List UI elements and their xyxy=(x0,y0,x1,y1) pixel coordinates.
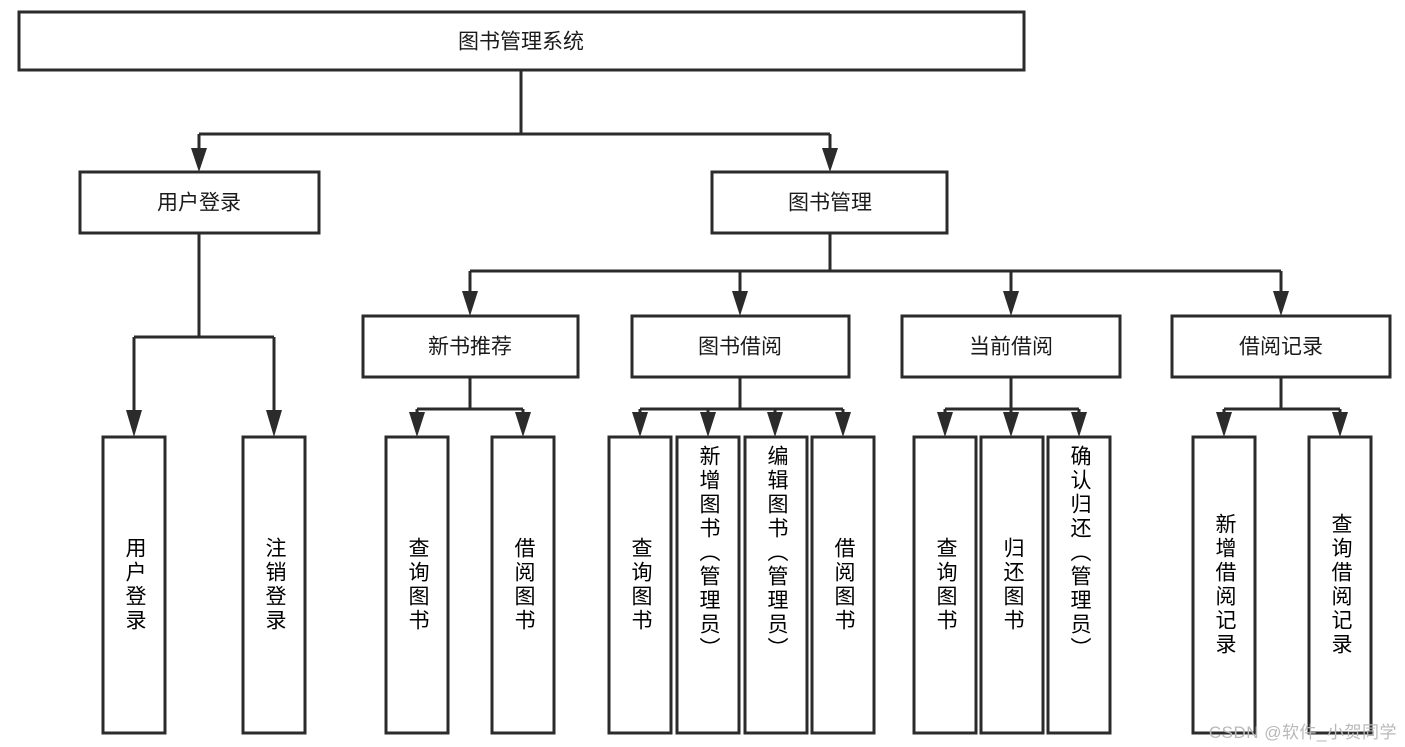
arrow-head-leaf-user-login xyxy=(126,410,142,437)
leaf-new-book-borrow-label: 借阅图书 xyxy=(512,537,535,633)
node-root-label: 图书管理系统 xyxy=(458,31,584,54)
arrow-head-current-borrow xyxy=(1003,291,1019,316)
leaf-current-borrow-return[interactable]: 归还图书 xyxy=(979,435,1045,735)
node-root-box[interactable] xyxy=(17,10,1026,72)
leaf-user-login-logout-box[interactable] xyxy=(241,435,307,735)
leaf-book-borrow-query[interactable]: 查询图书 xyxy=(607,435,673,735)
node-borrow-record[interactable]: 借阅记录 xyxy=(1170,314,1392,379)
arrow-head-book-borrow xyxy=(732,291,748,316)
arrow-head-bb-leaf-4 xyxy=(835,412,851,437)
node-book-borrow-label: 图书借阅 xyxy=(698,336,782,359)
arrow-head-borrow-record xyxy=(1273,291,1289,316)
leaf-user-login-login[interactable]: 用户登录 xyxy=(101,435,167,735)
leaf-current-borrow-return-box[interactable] xyxy=(979,435,1045,735)
leaf-book-borrow-edit-box[interactable] xyxy=(743,435,809,735)
leaf-new-book-query-label: 查询图书 xyxy=(406,537,429,633)
leaf-book-borrow-borrow-box[interactable] xyxy=(810,435,876,735)
leaf-new-book-borrow-box[interactable] xyxy=(490,435,556,735)
leaf-book-borrow-edit-label: 编辑图书（管理员） xyxy=(765,445,788,661)
leaf-new-book-borrow[interactable]: 借阅图书 xyxy=(490,435,556,735)
arrow-head-cb-leaf-1 xyxy=(937,412,953,437)
arrow-head-cb-leaf-3 xyxy=(1071,412,1087,437)
arrow-head-user-login xyxy=(191,148,207,172)
arrow-head-new-book-recommend xyxy=(462,291,478,316)
leaf-borrow-record-query[interactable]: 查询借阅记录 xyxy=(1307,435,1373,735)
leaf-new-book-query[interactable]: 查询图书 xyxy=(384,435,450,735)
arrow-head-bb-leaf-2 xyxy=(700,412,716,437)
arrow-head-nb-leaf-1 xyxy=(409,412,425,437)
leaf-current-borrow-confirm-box[interactable] xyxy=(1046,435,1112,735)
node-borrow-record-label: 借阅记录 xyxy=(1239,336,1323,359)
leaf-book-borrow-query-box[interactable] xyxy=(607,435,673,735)
node-current-borrow-label: 当前借阅 xyxy=(969,336,1053,359)
leaf-book-borrow-borrow-label: 借阅图书 xyxy=(832,537,855,633)
arrow-head-book-manage xyxy=(822,148,838,172)
node-borrow-record-box[interactable] xyxy=(1170,314,1392,379)
leaf-book-borrow-edit[interactable]: 编辑图书（管理员） xyxy=(743,435,809,735)
node-book-manage-box[interactable] xyxy=(710,170,949,235)
connector-layer xyxy=(126,70,1348,437)
arrow-head-br-leaf-2 xyxy=(1332,412,1348,437)
node-book-manage-label: 图书管理 xyxy=(788,192,872,215)
arrow-head-nb-leaf-2 xyxy=(515,412,531,437)
leaf-user-login-logout[interactable]: 注销登录 xyxy=(241,435,307,735)
node-book-manage[interactable]: 图书管理 xyxy=(710,170,949,235)
node-book-borrow-box[interactable] xyxy=(630,314,851,379)
node-current-borrow[interactable]: 当前借阅 xyxy=(900,314,1122,379)
node-book-borrow[interactable]: 图书借阅 xyxy=(630,314,851,379)
leaf-current-borrow-confirm[interactable]: 确认归还（管理员） xyxy=(1046,435,1112,735)
leaf-new-book-query-box[interactable] xyxy=(384,435,450,735)
leaf-book-borrow-add-label: 新增图书（管理员） xyxy=(697,445,720,661)
leaf-borrow-record-query-box[interactable] xyxy=(1307,435,1373,735)
leaf-current-borrow-query-box[interactable] xyxy=(912,435,978,735)
leaf-borrow-record-add[interactable]: 新增借阅记录 xyxy=(1191,435,1257,735)
leaf-user-login-login-label: 用户登录 xyxy=(123,537,146,633)
leaf-book-borrow-borrow[interactable]: 借阅图书 xyxy=(810,435,876,735)
leaf-user-login-logout-label: 注销登录 xyxy=(263,537,286,633)
arrow-head-leaf-logout xyxy=(266,410,282,437)
leaf-current-borrow-query-label: 查询图书 xyxy=(934,537,957,633)
arrow-head-bb-leaf-1 xyxy=(632,412,648,437)
leaf-borrow-record-add-box[interactable] xyxy=(1191,435,1257,735)
leaf-book-borrow-query-label: 查询图书 xyxy=(629,537,652,633)
leaf-borrow-record-add-label: 新增借阅记录 xyxy=(1213,513,1236,657)
leaf-current-borrow-confirm-label: 确认归还（管理员） xyxy=(1068,445,1091,661)
arrow-head-bb-leaf-3 xyxy=(767,412,783,437)
node-user-login-label: 用户登录 xyxy=(157,192,241,215)
node-current-borrow-box[interactable] xyxy=(900,314,1122,379)
leaf-book-borrow-add[interactable]: 新增图书（管理员） xyxy=(675,435,741,735)
leaf-current-borrow-query[interactable]: 查询图书 xyxy=(912,435,978,735)
node-user-login[interactable]: 用户登录 xyxy=(78,170,321,235)
node-user-login-box[interactable] xyxy=(78,170,321,235)
arrow-head-cb-leaf-2 xyxy=(1003,412,1019,437)
node-new-book-recommend[interactable]: 新书推荐 xyxy=(361,314,580,379)
node-new-book-recommend-box[interactable] xyxy=(361,314,580,379)
leaf-book-borrow-add-box[interactable] xyxy=(675,435,741,735)
leaf-current-borrow-return-label: 归还图书 xyxy=(1001,537,1024,633)
arrow-head-br-leaf-1 xyxy=(1216,412,1232,437)
leaf-borrow-record-query-label: 查询借阅记录 xyxy=(1329,513,1352,657)
leaf-user-login-login-box[interactable] xyxy=(101,435,167,735)
node-new-book-recommend-label: 新书推荐 xyxy=(428,336,512,359)
node-root[interactable]: 图书管理系统 xyxy=(17,10,1026,72)
